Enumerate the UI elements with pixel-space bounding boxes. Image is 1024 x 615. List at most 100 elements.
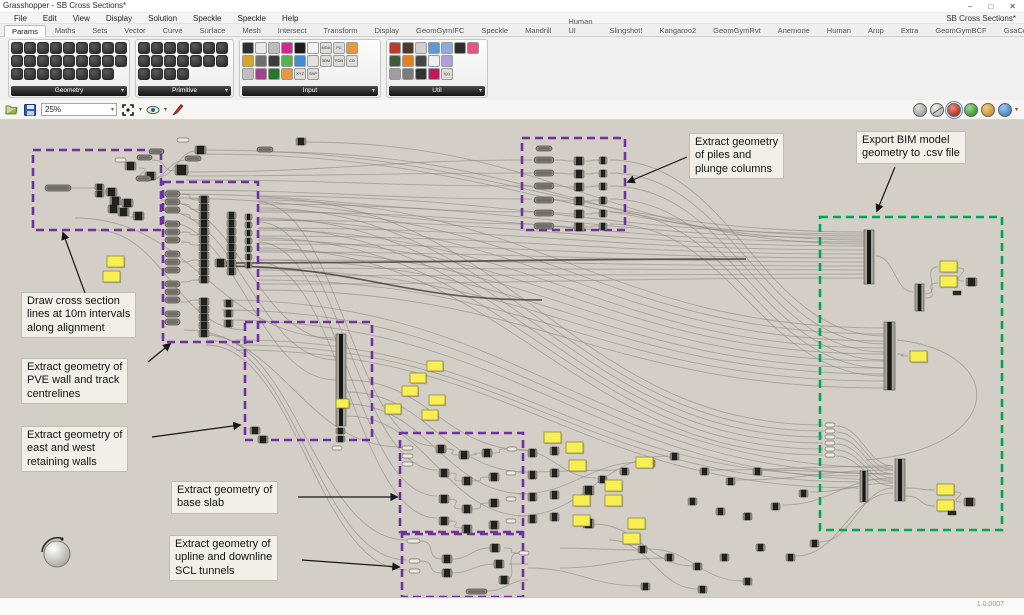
chevron-down-icon[interactable]: ▾: [164, 107, 168, 113]
gh-node-w[interactable]: [533, 196, 555, 204]
gh-node-c[interactable]: [335, 435, 346, 443]
geometry-component-icon[interactable]: [76, 68, 88, 80]
tab-speckle[interactable]: Speckle: [481, 26, 509, 35]
gh-node-c[interactable]: [121, 198, 134, 208]
gh-node-c[interactable]: [244, 229, 253, 237]
gh-node-p[interactable]: [505, 518, 517, 524]
geometry-component-icon[interactable]: [102, 55, 114, 67]
input-component-icon[interactable]: MDA: [320, 42, 332, 54]
open-file-icon[interactable]: [5, 103, 19, 117]
gh-node-y[interactable]: [936, 483, 956, 497]
gh-node-c[interactable]: [664, 553, 675, 562]
gh-node-c[interactable]: [493, 559, 505, 569]
gh-node-c[interactable]: [198, 297, 210, 306]
util-component-icon[interactable]: [402, 55, 414, 67]
util-component-icon[interactable]: [415, 55, 427, 67]
canvas-annotation-7[interactable]: Export BIM model geometry to .csv file: [857, 132, 965, 163]
gh-node-c[interactable]: [573, 182, 585, 192]
geometry-component-icon[interactable]: [102, 42, 114, 54]
gh-node-c[interactable]: [715, 507, 726, 516]
input-component-icon[interactable]: 3DM: [320, 55, 332, 67]
primitive-component-icon[interactable]: [138, 55, 150, 67]
gh-node-p[interactable]: [114, 157, 127, 163]
input-component-icon[interactable]: [281, 68, 293, 80]
gh-node-c[interactable]: [226, 267, 237, 276]
gh-node-c[interactable]: [573, 156, 585, 166]
gh-node-c[interactable]: [226, 211, 237, 220]
gh-node-c[interactable]: [598, 156, 608, 165]
group-box-green[interactable]: [818, 215, 1004, 532]
input-component-icon[interactable]: FDB: [333, 55, 345, 67]
primitive-component-icon[interactable]: [151, 55, 163, 67]
tab-mesh[interactable]: Mesh: [242, 26, 261, 35]
util-component-icon[interactable]: [415, 42, 427, 54]
gh-node-y[interactable]: [543, 431, 563, 445]
gh-node-y[interactable]: [939, 260, 959, 274]
menu-item-help[interactable]: Help: [281, 13, 299, 23]
input-component-icon[interactable]: [307, 55, 319, 67]
util-component-icon[interactable]: [454, 42, 466, 54]
gh-node-w[interactable]: [164, 310, 181, 318]
gh-node-c[interactable]: [549, 446, 560, 456]
gh-node-y[interactable]: [568, 459, 588, 473]
gh-node-y[interactable]: [572, 494, 592, 508]
geometry-component-icon[interactable]: [89, 68, 101, 80]
canvas-annotation-6[interactable]: Extract geometry of piles and plunge col…: [690, 134, 784, 179]
primitive-component-icon[interactable]: [216, 55, 228, 67]
tab-geomgymrvt[interactable]: GeomGymRvt: [713, 26, 761, 35]
gh-node-c[interactable]: [669, 452, 680, 461]
gh-node-c[interactable]: [124, 161, 137, 171]
gh-node-c[interactable]: [697, 585, 708, 594]
gh-node-c[interactable]: [441, 554, 453, 564]
gh-node-c[interactable]: [174, 164, 189, 176]
gh-node-w[interactable]: [184, 155, 202, 162]
gh-node-c[interactable]: [198, 329, 210, 338]
gh-node-y[interactable]: [106, 255, 126, 269]
geometry-component-icon[interactable]: [37, 55, 49, 67]
tab-params[interactable]: Params: [4, 25, 46, 37]
gh-node-c[interactable]: [198, 219, 210, 228]
gh-node-p[interactable]: [824, 434, 836, 440]
menu-item-speckle[interactable]: Speckle: [193, 13, 222, 23]
gh-node-c[interactable]: [963, 497, 976, 507]
gh-node-c[interactable]: [598, 182, 608, 191]
util-component-icon[interactable]: [428, 55, 440, 67]
gh-node-c[interactable]: [132, 211, 145, 221]
geometry-component-icon[interactable]: [11, 55, 23, 67]
gh-node-c[interactable]: [488, 520, 500, 530]
gh-node-c[interactable]: [335, 427, 346, 435]
gh-node-c[interactable]: [198, 211, 210, 220]
primitive-component-icon[interactable]: [216, 42, 228, 54]
input-component-icon[interactable]: [255, 55, 267, 67]
gh-node-w[interactable]: [164, 296, 181, 304]
geometry-component-icon[interactable]: [37, 42, 49, 54]
canvas-annotation-2[interactable]: Extract geometry of PVE wall and track c…: [22, 359, 128, 404]
tab-anemone[interactable]: Anemone: [777, 26, 810, 35]
gh-node-p[interactable]: [331, 445, 343, 451]
gh-node-c[interactable]: [488, 498, 500, 508]
gh-node-p[interactable]: [824, 428, 836, 434]
gh-node-c[interactable]: [598, 209, 608, 218]
zoom-level-select[interactable]: 25% ▾: [41, 103, 117, 116]
input-component-icon[interactable]: [346, 42, 358, 54]
gh-node-c[interactable]: [770, 502, 781, 511]
gh-node-c[interactable]: [226, 259, 237, 268]
gh-node-c[interactable]: [785, 553, 796, 562]
close-button[interactable]: ✕: [1009, 2, 1016, 11]
gh-node-b[interactable]: [335, 333, 347, 427]
gh-node-c[interactable]: [637, 545, 648, 554]
definition-canvas[interactable]: Draw cross section lines at 10m interval…: [0, 120, 1024, 597]
gh-node-c[interactable]: [725, 477, 736, 486]
canvas-annotation-4[interactable]: Extract geometry of base slab: [172, 482, 278, 513]
gh-node-c[interactable]: [198, 275, 210, 284]
gh-node-b[interactable]: [883, 321, 896, 391]
primitive-component-icon[interactable]: [151, 42, 163, 54]
input-component-icon[interactable]: [242, 55, 254, 67]
gh-node-c[interactable]: [117, 207, 130, 217]
group-box-purple[interactable]: [520, 136, 627, 232]
panel-label-primitive[interactable]: Primitive▾: [138, 86, 231, 96]
gh-node-y[interactable]: [627, 517, 647, 531]
menu-item-file[interactable]: File: [14, 13, 27, 23]
gh-node-w[interactable]: [164, 228, 181, 236]
gh-node-c[interactable]: [198, 313, 210, 322]
